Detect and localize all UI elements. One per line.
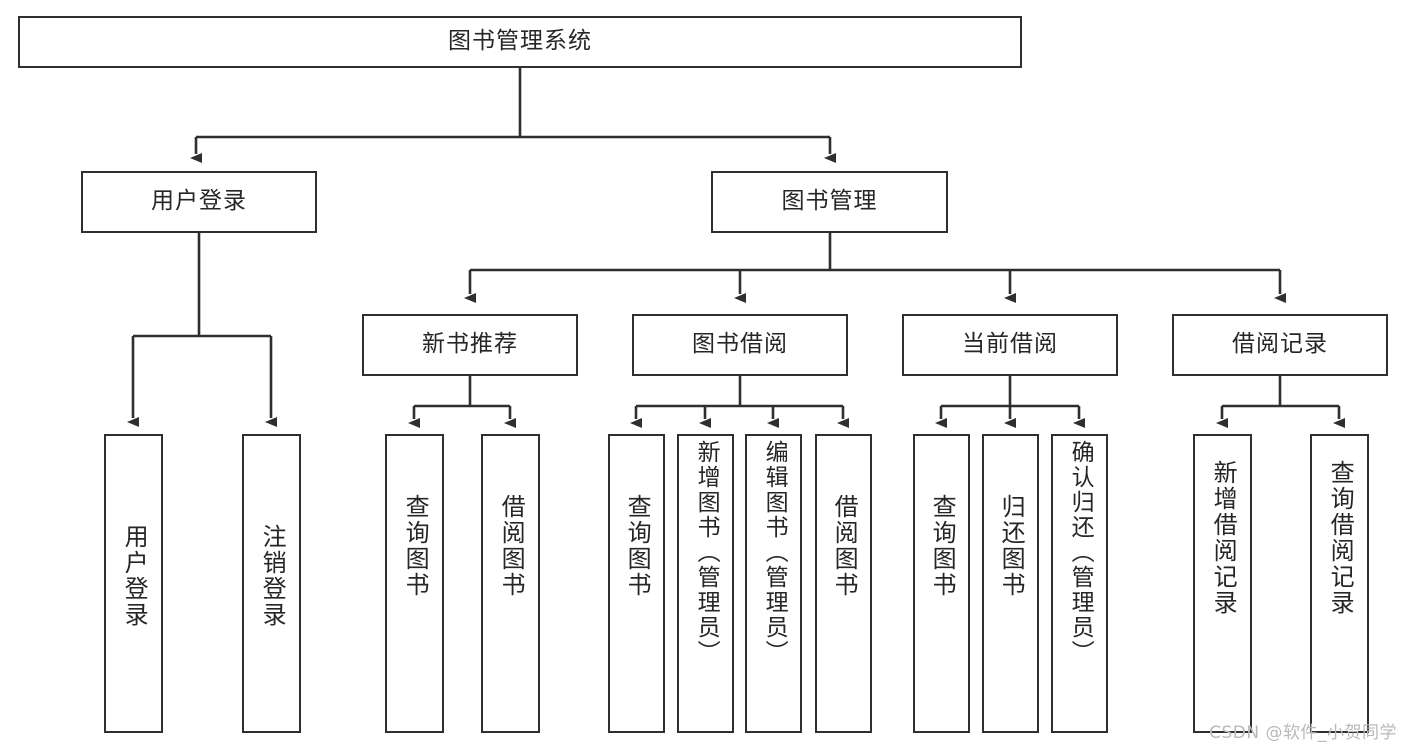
node-label: 编辑图书（管理员） — [761, 440, 788, 665]
leaf-current-return-book[interactable]: 归还图书 — [982, 434, 1039, 733]
node-label: 借阅图书 — [830, 494, 859, 598]
node-root-system[interactable]: 图书管理系统 — [18, 16, 1022, 68]
node-label: 查询图书 — [401, 494, 430, 598]
node-label: 查询借阅记录 — [1326, 460, 1355, 616]
node-label: 借阅图书 — [497, 494, 526, 598]
node-label: 借阅记录 — [1232, 331, 1328, 358]
node-new-book-recommend[interactable]: 新书推荐 — [362, 314, 578, 376]
node-label: 当前借阅 — [962, 331, 1058, 358]
node-label: 归还图书 — [997, 494, 1026, 598]
leaf-recommend-query-book[interactable]: 查询图书 — [385, 434, 444, 733]
node-label: 新增图书（管理员） — [693, 440, 720, 665]
node-label: 用户登录 — [151, 188, 247, 215]
leaf-record-query-record[interactable]: 查询借阅记录 — [1310, 434, 1369, 733]
leaf-record-add-record[interactable]: 新增借阅记录 — [1193, 434, 1252, 733]
node-book-borrow[interactable]: 图书借阅 — [632, 314, 848, 376]
node-label: 注销登录 — [258, 524, 287, 628]
node-label: 图书管理系统 — [448, 28, 592, 55]
leaf-user-login-do[interactable]: 用户登录 — [104, 434, 163, 733]
leaf-borrow-borrow-book[interactable]: 借阅图书 — [815, 434, 872, 733]
csdn-watermark: CSDN @软件_小贺同学 — [1209, 723, 1397, 743]
node-label: 查询图书 — [623, 494, 652, 598]
leaf-recommend-borrow-book[interactable]: 借阅图书 — [481, 434, 540, 733]
leaf-borrow-add-book-admin[interactable]: 新增图书（管理员） — [677, 434, 734, 733]
leaf-borrow-query-book[interactable]: 查询图书 — [608, 434, 665, 733]
node-label: 确认归还（管理员） — [1067, 440, 1094, 665]
node-user-login[interactable]: 用户登录 — [81, 171, 317, 233]
leaf-current-query-book[interactable]: 查询图书 — [913, 434, 970, 733]
node-label: 用户登录 — [120, 524, 149, 628]
node-label: 查询图书 — [928, 494, 957, 598]
node-label: 图书借阅 — [692, 331, 788, 358]
leaf-current-confirm-return-admin[interactable]: 确认归还（管理员） — [1051, 434, 1108, 733]
node-label: 新书推荐 — [422, 331, 518, 358]
node-label: 新增借阅记录 — [1209, 460, 1238, 616]
node-borrow-record[interactable]: 借阅记录 — [1172, 314, 1388, 376]
node-current-borrow[interactable]: 当前借阅 — [902, 314, 1118, 376]
leaf-user-logout[interactable]: 注销登录 — [242, 434, 301, 733]
node-label: 图书管理 — [781, 188, 878, 215]
leaf-borrow-edit-book-admin[interactable]: 编辑图书（管理员） — [745, 434, 802, 733]
node-book-management[interactable]: 图书管理 — [711, 171, 948, 233]
